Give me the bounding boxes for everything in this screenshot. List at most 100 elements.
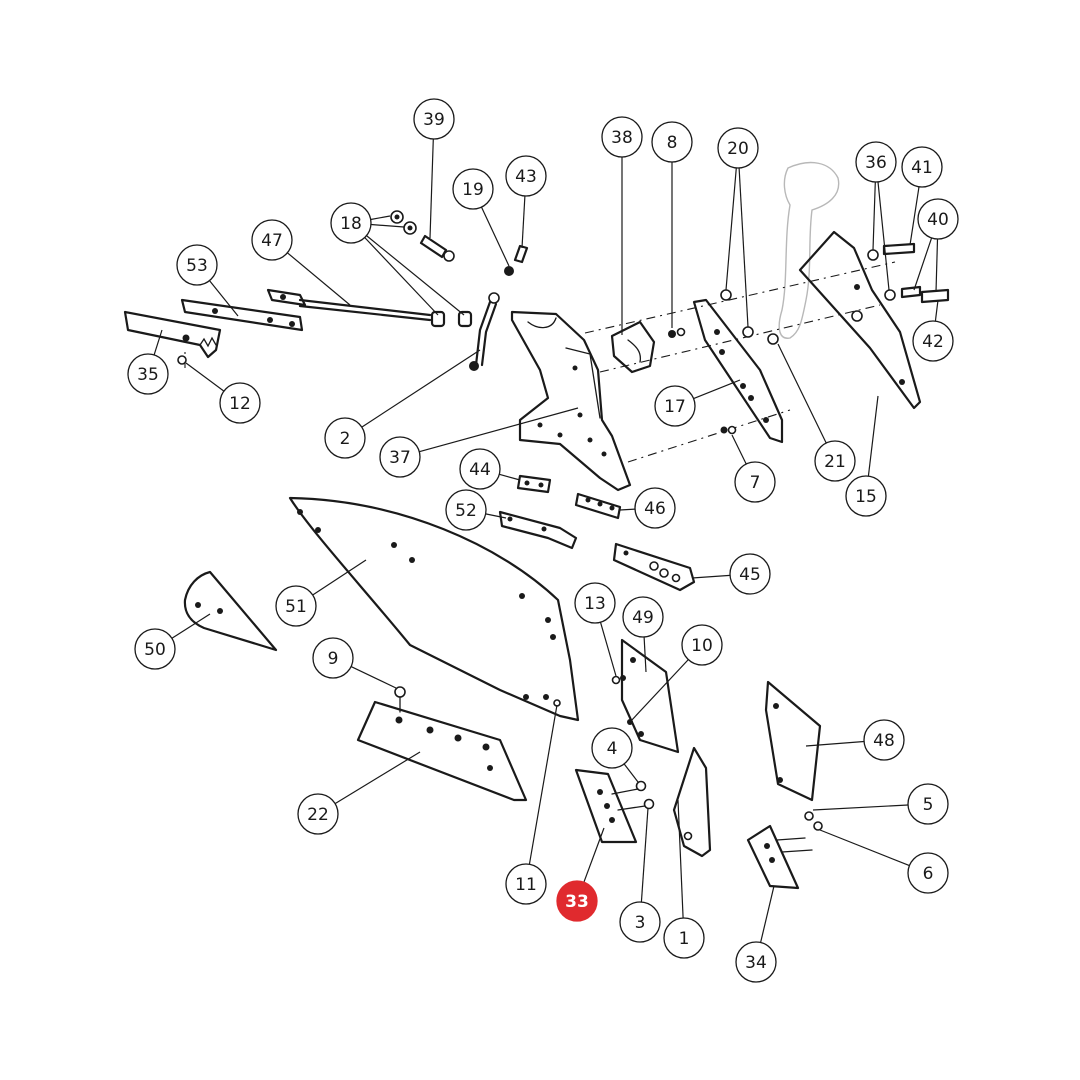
leader-line-41 [909,186,920,246]
leader-lines [153,138,939,943]
callout-circle-36 [855,141,897,183]
callout-34[interactable]: 34 [735,941,777,983]
callout-circle-18 [330,202,372,244]
callout-label-8: 8 [667,133,678,153]
callout-2[interactable]: 2 [324,417,366,459]
callout-circle-1 [663,917,705,959]
part-35-bracket [123,310,222,365]
callout-label-47: 47 [261,231,283,251]
callout-49[interactable]: 49 [622,596,664,638]
callout-50[interactable]: 50 [134,628,176,670]
leader-line-9 [350,666,397,689]
part-15-landside [798,230,922,410]
callout-12[interactable]: 12 [219,382,261,424]
callout-circle-11 [505,863,547,905]
callout-48[interactable]: 48 [863,719,905,761]
callout-3[interactable]: 3 [619,901,661,943]
part-8-bolt [668,327,686,338]
leader-line-21 [777,343,827,444]
callout-circle-4 [591,727,633,769]
callout-4[interactable]: 4 [591,727,633,769]
callout-circle-19 [452,168,494,210]
leader-line-34 [760,885,775,943]
callout-53[interactable]: 53 [176,244,218,286]
part-47-rod [266,288,432,322]
callout-circle-7 [734,461,776,503]
callout-label-17: 17 [664,397,686,417]
callout-circle-43 [505,155,547,197]
callout-label-42: 42 [922,332,944,352]
callout-39[interactable]: 39 [413,98,455,140]
callout-label-40: 40 [927,210,949,230]
callout-45[interactable]: 45 [729,553,771,595]
callout-label-11: 11 [515,875,537,895]
callout-circle-49 [622,596,664,638]
callout-11[interactable]: 11 [505,863,547,905]
leader-line-36 [877,181,890,291]
callout-8[interactable]: 8 [651,121,693,163]
callout-51[interactable]: 51 [275,585,317,627]
leader-line-40 [935,238,939,293]
callout-20[interactable]: 20 [717,127,759,169]
part-7-bolt [720,425,737,435]
part-20-nuts [720,289,754,338]
leader-line-19 [480,206,510,267]
leader-line-12 [185,362,225,392]
leader-line-50 [171,613,211,639]
callout-label-36: 36 [865,153,887,173]
callout-15[interactable]: 15 [845,475,887,517]
part-4-bolt [611,780,647,795]
leader-line-37 [419,407,579,453]
callout-5[interactable]: 5 [907,783,949,825]
callout-38[interactable]: 38 [601,116,643,158]
callout-44[interactable]: 44 [459,448,501,490]
callout-42[interactable]: 42 [912,320,954,362]
callout-label-46: 46 [644,499,666,519]
leader-line-18 [370,223,405,228]
callout-9[interactable]: 9 [312,637,354,679]
callout-circle-46 [634,487,676,529]
callout-label-48: 48 [873,731,895,751]
callout-37[interactable]: 37 [379,436,421,478]
callout-circle-52 [445,489,487,531]
callout-circle-2 [324,417,366,459]
callout-22[interactable]: 22 [297,793,339,835]
callout-41[interactable]: 41 [901,146,943,188]
callout-6[interactable]: 6 [907,852,949,894]
leader-line-45 [691,574,731,579]
part-42-bolt [920,288,950,304]
leader-line-20 [738,167,749,328]
callout-13[interactable]: 13 [574,582,616,624]
callout-circle-6 [907,852,949,894]
part-3-nut [617,798,655,811]
leader-line-17 [693,379,741,400]
part-38-clamp [610,320,656,374]
callout-35[interactable]: 35 [127,353,169,395]
callout-52[interactable]: 52 [445,489,487,531]
callout-43[interactable]: 43 [505,155,547,197]
callout-47[interactable]: 47 [251,219,293,261]
callout-circle-12 [219,382,261,424]
callout-circle-50 [134,628,176,670]
callout-17[interactable]: 17 [654,385,696,427]
callout-18[interactable]: 18 [330,202,372,244]
leader-line-35 [153,329,163,356]
part-45-plate [612,542,696,592]
part-46-plate [574,492,622,520]
callout-40[interactable]: 40 [917,198,959,240]
callout-1[interactable]: 1 [663,917,705,959]
callout-46[interactable]: 46 [634,487,676,529]
leader-line-11 [528,704,558,865]
callout-7[interactable]: 7 [734,461,776,503]
callout-33[interactable]: 33 [556,880,598,922]
callout-36[interactable]: 36 [855,141,897,183]
leader-line-7 [731,434,747,465]
callout-10[interactable]: 10 [681,624,723,666]
callout-21[interactable]: 21 [814,440,856,482]
part-18-bushings [390,210,473,328]
part-50-wing [183,570,278,652]
callout-label-44: 44 [469,460,491,480]
callout-19[interactable]: 19 [452,168,494,210]
leader-line-1 [677,799,684,919]
